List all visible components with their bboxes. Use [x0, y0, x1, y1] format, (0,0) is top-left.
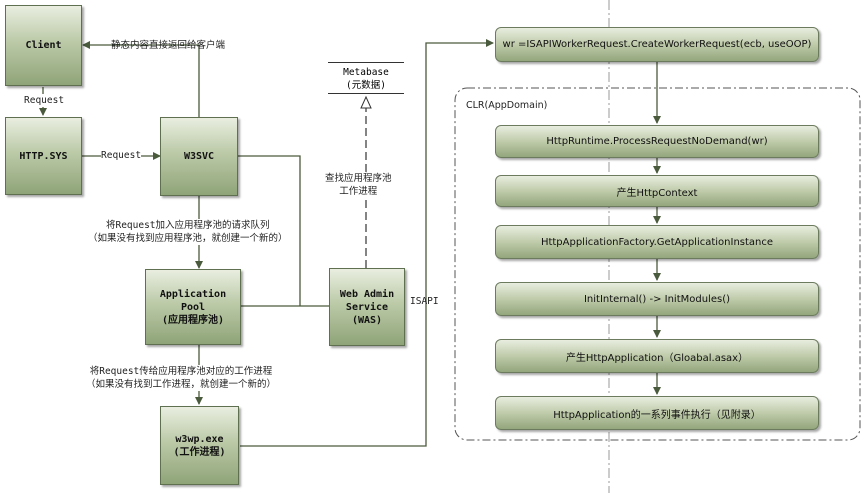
- client-node: Client: [5, 5, 82, 86]
- metabase-node: Metabase (元数据): [328, 62, 404, 94]
- pipeline-step-2: 产生HttpContext: [495, 175, 819, 207]
- metabase-sublabel: (元数据): [346, 80, 386, 91]
- pipeline-step-5: 产生HttpApplication（Gloabal.asax）: [495, 339, 819, 373]
- was-node: Web Admin Service (WAS): [329, 268, 405, 346]
- create-worker-request-label: wr =ISAPIWorkerRequest.CreateWorkerReque…: [502, 39, 812, 50]
- was-label-2: Service: [345, 301, 389, 313]
- pass-worker-label: 将Request传给应用程序池对应的工作进程 （如果没有找到工作进程，就创建一个…: [86, 365, 277, 391]
- pipeline-step-6: HttpApplication的一系列事件执行（见附录）: [495, 396, 819, 430]
- create-worker-request-node: wr =ISAPIWorkerRequest.CreateWorkerReque…: [495, 27, 819, 62]
- pipeline-step-4: InitInternal() -> InitModules(): [495, 282, 819, 316]
- app-pool-node: Application Pool (应用程序池): [145, 269, 241, 345]
- add-queue-label: 将Request加入应用程序池的请求队列 （如果没有找到应用程序池，就创建一个新…: [88, 219, 288, 245]
- was-label-3: (WAS): [351, 314, 383, 326]
- w3wp-node: w3wp.exe (工作进程): [160, 406, 239, 485]
- isapi-label: ISAPI: [410, 296, 439, 307]
- app-pool-sublabel: (应用程序池): [161, 314, 225, 326]
- http-sys-label: HTTP.SYS: [19, 150, 68, 162]
- w3svc-label: W3SVC: [183, 151, 215, 162]
- request-label-1: Request: [24, 94, 65, 107]
- w3wp-label: w3wp.exe: [175, 433, 224, 445]
- app-pool-label: Application Pool: [159, 288, 227, 313]
- w3wp-sublabel: (工作进程): [173, 446, 226, 458]
- clr-region: [454, 87, 861, 441]
- client-label: Client: [25, 40, 62, 51]
- static-return-label: 静态内容直接返回给客户端: [111, 40, 226, 51]
- pipeline-step-1: HttpRuntime.ProcessRequestNoDemand(wr): [495, 125, 819, 158]
- metabase-label: Metabase: [343, 67, 389, 78]
- clr-label: CLR(AppDomain): [466, 100, 548, 111]
- request-label-2: Request: [101, 149, 142, 162]
- w3svc-node: W3SVC: [160, 117, 238, 196]
- pipeline-step-3: HttpApplicationFactory.GetApplicationIns…: [495, 225, 819, 259]
- find-pool-label: 查找应用程序池 工作进程: [325, 172, 392, 198]
- http-sys-node: HTTP.SYS: [5, 117, 82, 195]
- was-label-1: Web Admin: [339, 288, 395, 300]
